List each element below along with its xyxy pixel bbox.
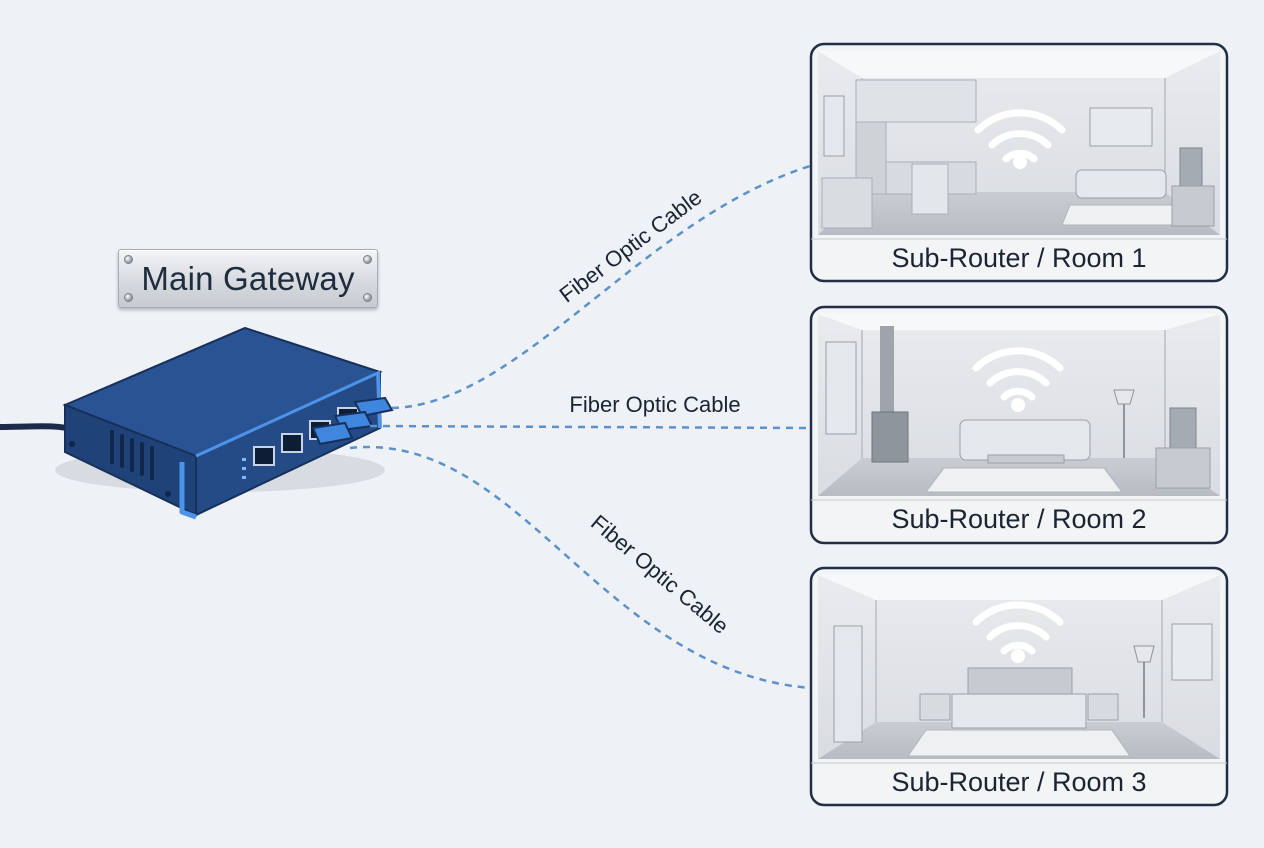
cable-label-1: Fiber Optic Cable bbox=[555, 185, 707, 308]
screw-icon bbox=[124, 255, 133, 264]
wifi-icon bbox=[972, 601, 1064, 655]
cable-3 bbox=[349, 445, 811, 690]
screw-icon bbox=[363, 293, 372, 302]
wifi-icon bbox=[972, 347, 1064, 401]
power-cord bbox=[0, 423, 78, 433]
cable-label-2: Fiber Optic Cable bbox=[569, 392, 740, 417]
main-gateway-router bbox=[55, 326, 394, 520]
screw-icon bbox=[363, 255, 372, 264]
cable-1 bbox=[391, 164, 811, 410]
room-panel-2 bbox=[809, 305, 1229, 545]
cable-label-3: Fiber Optic Cable bbox=[586, 510, 733, 639]
main-gateway-label: Main Gateway bbox=[141, 259, 355, 297]
fiber-connectors bbox=[311, 396, 394, 446]
fiber-cables bbox=[349, 164, 811, 690]
room-panel-3 bbox=[809, 566, 1229, 807]
cable-2 bbox=[369, 424, 811, 430]
main-gateway-plate: Main Gateway bbox=[118, 249, 378, 308]
room-1-label: Sub-Router / Room 1 bbox=[891, 243, 1147, 273]
screw-icon bbox=[124, 293, 133, 302]
room-panel-1 bbox=[809, 42, 1229, 283]
room-3-label: Sub-Router / Room 3 bbox=[891, 767, 1147, 797]
wifi-icon bbox=[974, 109, 1066, 163]
room-2-label: Sub-Router / Room 2 bbox=[891, 504, 1147, 534]
